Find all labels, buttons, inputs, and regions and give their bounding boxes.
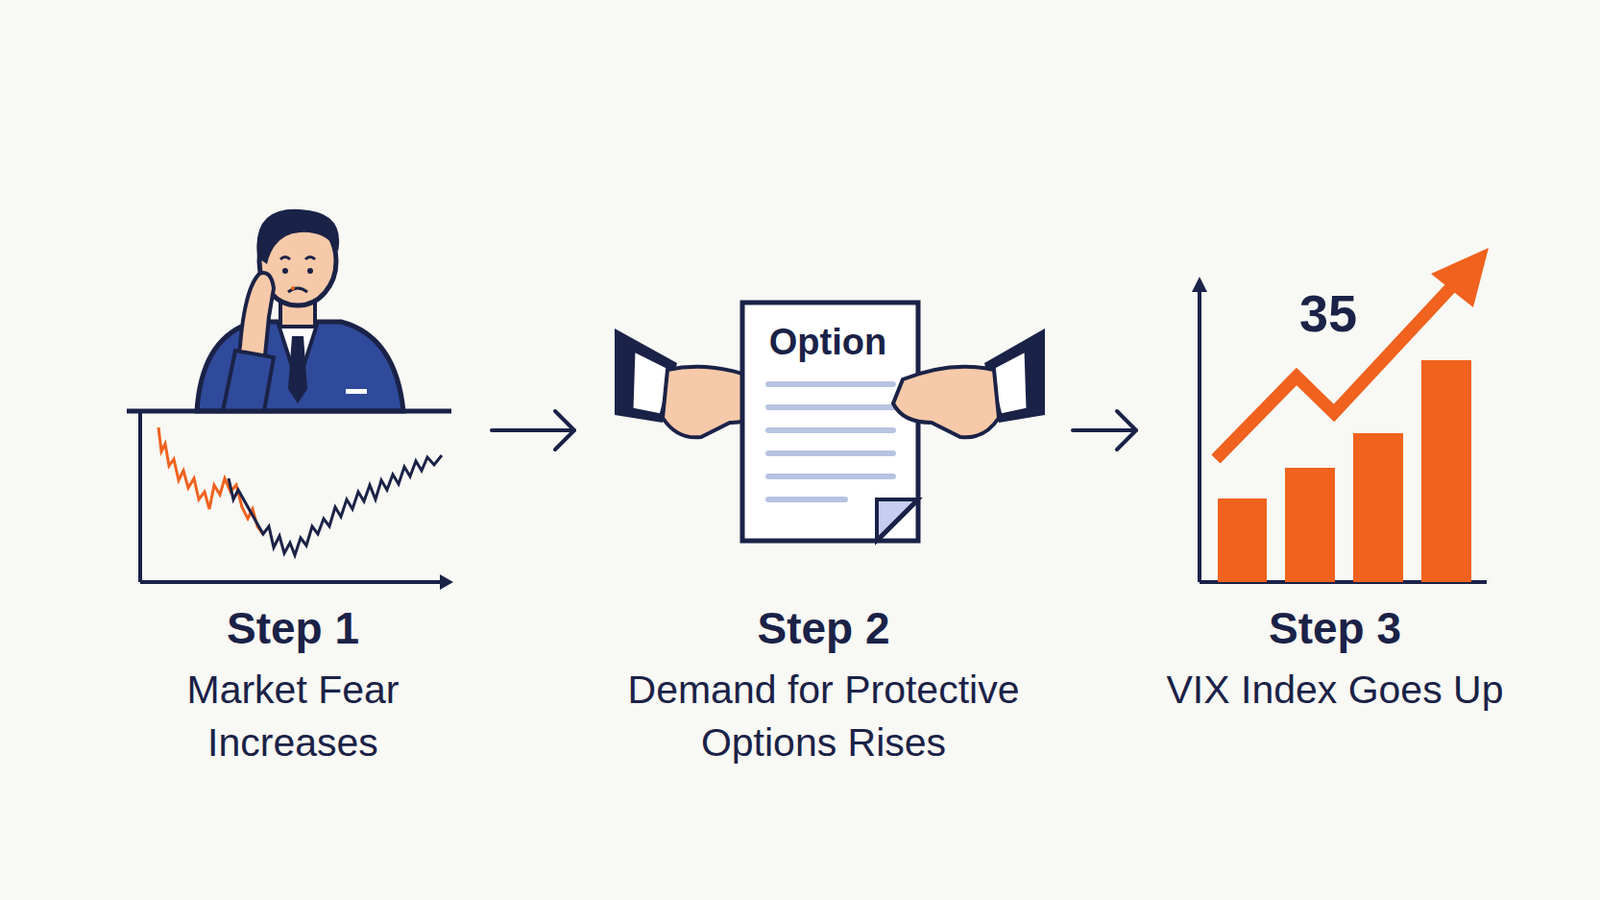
falling-market-chart [126,411,454,590]
step-title: Step 3 [1268,603,1402,655]
step-group: Step 2 Demand for Protective Options Rise… [585,192,1062,798]
flow-arrow [491,411,575,450]
document-title: Option [769,321,887,364]
vix-rising-chart [1191,247,1489,582]
step-description: VIX Index Goes Up [1166,663,1504,717]
step-title: Step 1 [226,603,360,655]
step-description: Demand for Protective Options Rises [595,663,1052,771]
worried-person [196,209,404,412]
vix-value: 35 [1299,283,1358,343]
hands-with-option [614,302,1045,541]
step-group: Step 1 Market Fear Increases [105,192,481,798]
step-title: Step 2 [756,603,890,655]
step-description: Market Fear Increases [115,663,471,771]
step-group: Step 3 VIX Index Goes Up [1147,192,1523,798]
flow-arrow [1072,411,1137,450]
